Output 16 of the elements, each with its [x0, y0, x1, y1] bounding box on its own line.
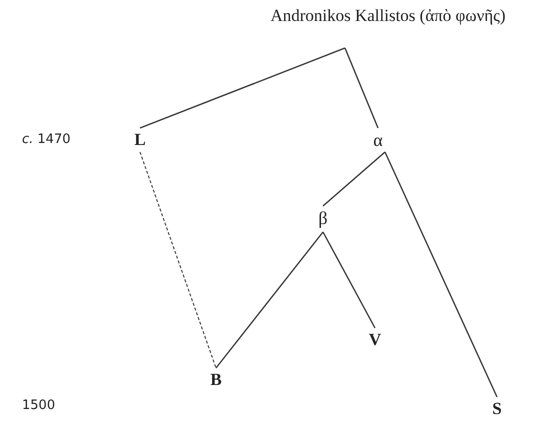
siglum: L: [133, 129, 147, 151]
siglum: α: [372, 129, 384, 152]
stemma-line: [215, 232, 324, 368]
siglum: β: [317, 207, 329, 230]
siglum: B: [209, 369, 223, 391]
stemma-line: [322, 152, 386, 206]
siglum: V: [368, 329, 382, 351]
witness-name: Andronikos Kallistos (ἀπὸ φωνῆς): [269, 5, 507, 27]
date-label: c. 1470: [22, 132, 70, 147]
siglum: S: [491, 398, 503, 420]
stemma-line: [322, 232, 376, 328]
stemma-line: [140, 152, 216, 368]
stemma-line: [384, 152, 498, 398]
date-label: 1500: [22, 398, 56, 413]
stemma-line: [140, 47, 346, 129]
stemma-line: [344, 48, 379, 128]
